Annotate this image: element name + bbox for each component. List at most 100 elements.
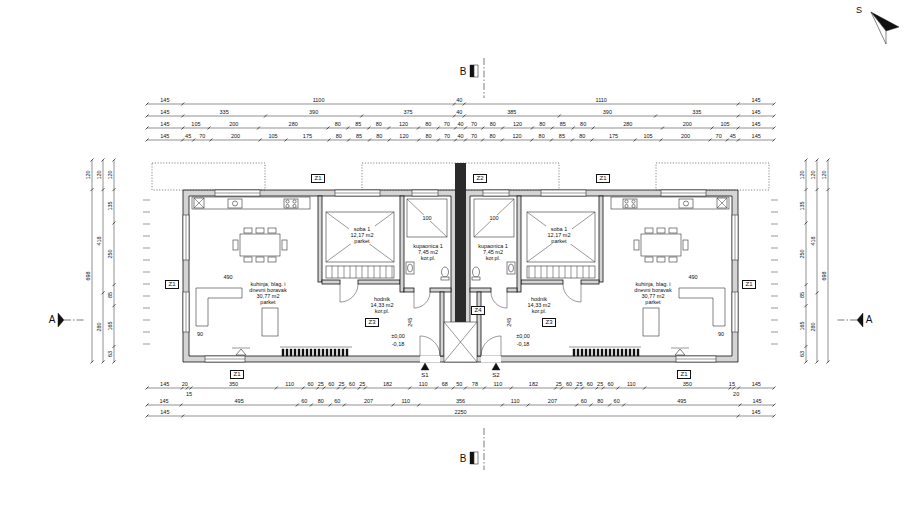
- dimension-label: 182: [383, 381, 392, 387]
- dimension-tick: [189, 387, 192, 390]
- dimension-label: 120: [821, 170, 827, 179]
- dimension-tick: [417, 127, 420, 130]
- edge-mark: [771, 260, 778, 261]
- dimension-line: [147, 140, 774, 141]
- dimension-label: 85: [560, 121, 566, 127]
- dimension-label: 120: [85, 170, 91, 179]
- room-text: Z3: [368, 319, 377, 326]
- coffee-table: [262, 308, 278, 336]
- dimension-label: 335: [692, 109, 701, 115]
- dimension-label: 200: [681, 133, 690, 139]
- dimension-label: 60: [349, 381, 355, 387]
- edge-mark: [771, 284, 778, 285]
- dimension-label: 356: [456, 398, 465, 404]
- chair: [645, 257, 653, 262]
- stair-step: [302, 349, 304, 356]
- dimension-label: 80: [425, 133, 431, 139]
- wardrobe-hatch: [577, 266, 578, 278]
- dimension-label: 100: [489, 215, 498, 222]
- room-text: kupaonica 1: [478, 243, 509, 249]
- dimension-tick: [773, 387, 776, 390]
- dimension-tick: [575, 404, 578, 407]
- dimension-label: 120: [399, 133, 408, 139]
- stair-step: [298, 349, 300, 356]
- dimension-tick: [146, 127, 149, 130]
- dimension-label: 280: [289, 121, 298, 127]
- stair-step: [326, 349, 328, 356]
- dimension-tick: [827, 159, 830, 162]
- edge-mark: [771, 308, 778, 309]
- entrance-label: S1: [421, 372, 428, 379]
- dimension-tick: [816, 159, 819, 162]
- fridge-cross: [194, 198, 204, 208]
- dimension-tick: [463, 103, 466, 106]
- dimension-label: 80: [335, 121, 341, 127]
- burner: [625, 204, 628, 207]
- dimension-label: 63: [107, 351, 113, 357]
- dimension-line: [92, 160, 93, 362]
- room-label: hodnik14,33 m2kor.pl.: [369, 296, 395, 314]
- dimension-label: 200: [683, 121, 692, 127]
- bed-cross: [326, 212, 394, 262]
- dimension-tick: [738, 404, 741, 407]
- inner-wall: [440, 292, 444, 356]
- room-text: soba 1: [547, 226, 571, 232]
- stair-step: [605, 349, 607, 356]
- dimension-tick: [816, 361, 819, 364]
- dimension-label: 70: [444, 133, 450, 139]
- dimension-tick: [737, 127, 740, 130]
- dimension-tick: [417, 404, 420, 407]
- dimension-tick: [452, 387, 455, 390]
- bed-cross: [527, 212, 595, 262]
- dimension-label: 145: [752, 398, 761, 404]
- dimension-tick: [264, 115, 267, 118]
- dimension-tick: [589, 404, 592, 407]
- dimension-tick: [284, 139, 287, 142]
- window-glass: [483, 193, 509, 194]
- fridge-cross: [717, 198, 727, 208]
- edge-mark: [771, 320, 778, 321]
- dimension-label: 15: [186, 391, 192, 397]
- dimension-label: 60: [328, 381, 334, 387]
- dimension-label: 418: [96, 237, 102, 246]
- dimension-label: 85: [356, 133, 362, 139]
- dimension-tick: [181, 127, 184, 130]
- dimension-label: 110: [493, 381, 502, 387]
- dining-table: [240, 234, 280, 256]
- door-swing: [563, 284, 581, 302]
- dimension-label: 145: [160, 121, 169, 127]
- sink-bowl: [684, 201, 689, 206]
- dimension-tick: [113, 345, 116, 348]
- dimension-label: 25: [556, 381, 562, 387]
- washbasin: [406, 262, 414, 274]
- edge-mark: [771, 332, 778, 333]
- lamp: [236, 349, 246, 355]
- wardrobe-hatch: [380, 266, 381, 278]
- grid-tag: Z1: [742, 280, 756, 289]
- room-text: 30,77 m2: [630, 293, 677, 299]
- stair-step: [593, 349, 595, 356]
- section-letter: A: [866, 314, 873, 325]
- stair-step: [589, 349, 591, 356]
- dimension-tick: [659, 139, 662, 142]
- room-text: kuhinja, blag. i dnevni boravak: [245, 281, 292, 293]
- dimension-label: 20: [733, 391, 739, 397]
- dimension-line: [828, 160, 829, 362]
- section-mark: [470, 452, 474, 464]
- dimension-label: 145: [752, 109, 761, 115]
- edge-mark: [143, 284, 150, 285]
- room-text: Z3: [545, 319, 554, 326]
- dimension-label: 100: [422, 215, 431, 222]
- inner-wall: [470, 288, 491, 292]
- dimension-tick: [102, 188, 105, 191]
- door-swing: [491, 292, 507, 308]
- door-swing: [481, 336, 501, 356]
- level-mark: ±0,00: [391, 333, 405, 340]
- edge-mark: [143, 344, 150, 345]
- dimension-tick: [483, 387, 486, 390]
- dimension-label: 1100: [313, 97, 325, 103]
- chair: [669, 228, 677, 233]
- grid-tag: Z4: [471, 306, 485, 315]
- dimension-tick: [391, 404, 394, 407]
